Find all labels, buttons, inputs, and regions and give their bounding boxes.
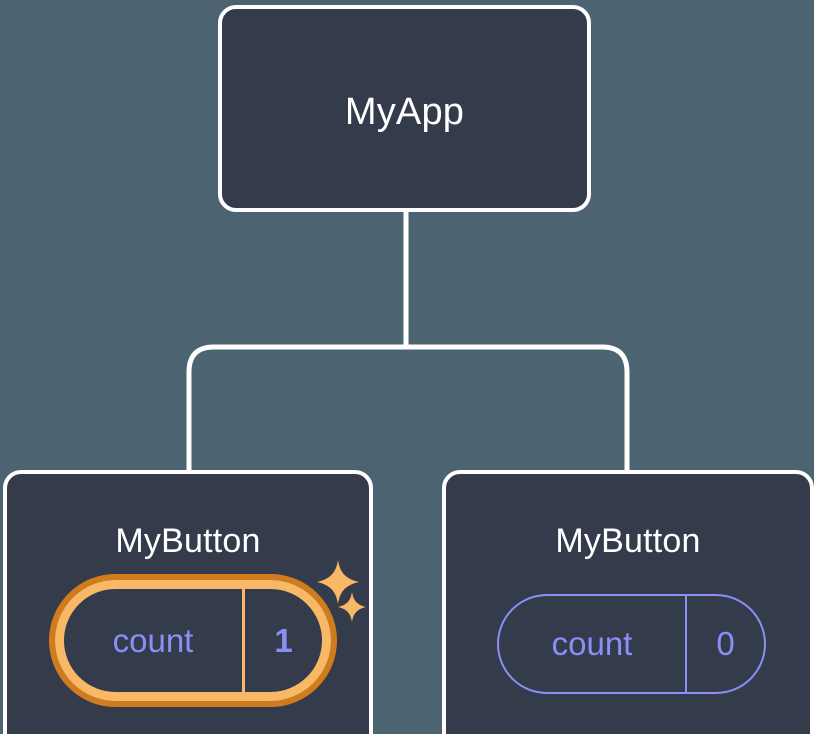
- node-myapp-label: MyApp: [344, 91, 465, 133]
- node-mybutton-left[interactable]: MyButton count 1: [3, 470, 373, 734]
- state-pill-divider: [242, 589, 245, 692]
- state-value-label: 1: [274, 621, 293, 659]
- state-pill-body: count 0: [497, 594, 766, 694]
- connector-branch-left: [186, 344, 406, 470]
- node-mybutton-right[interactable]: MyButton count 0: [442, 470, 814, 734]
- state-pill-body: count 1: [64, 589, 322, 692]
- connector-branch-right: [406, 344, 630, 470]
- state-pill-divider: [685, 596, 687, 692]
- state-pill-count-highlighted[interactable]: count 1: [49, 574, 337, 707]
- highlight-ring-inner: count 1: [55, 580, 331, 701]
- state-value-label: 0: [716, 625, 735, 662]
- state-key-label: count: [112, 621, 194, 659]
- node-myapp[interactable]: MyApp: [218, 5, 591, 212]
- node-mybutton-right-label: MyButton: [555, 522, 701, 560]
- highlight-ring-outer: count 1: [49, 574, 337, 707]
- node-mybutton-left-label: MyButton: [115, 522, 261, 560]
- state-pill-count-plain[interactable]: count 0: [497, 594, 766, 694]
- state-key-label: count: [551, 625, 633, 662]
